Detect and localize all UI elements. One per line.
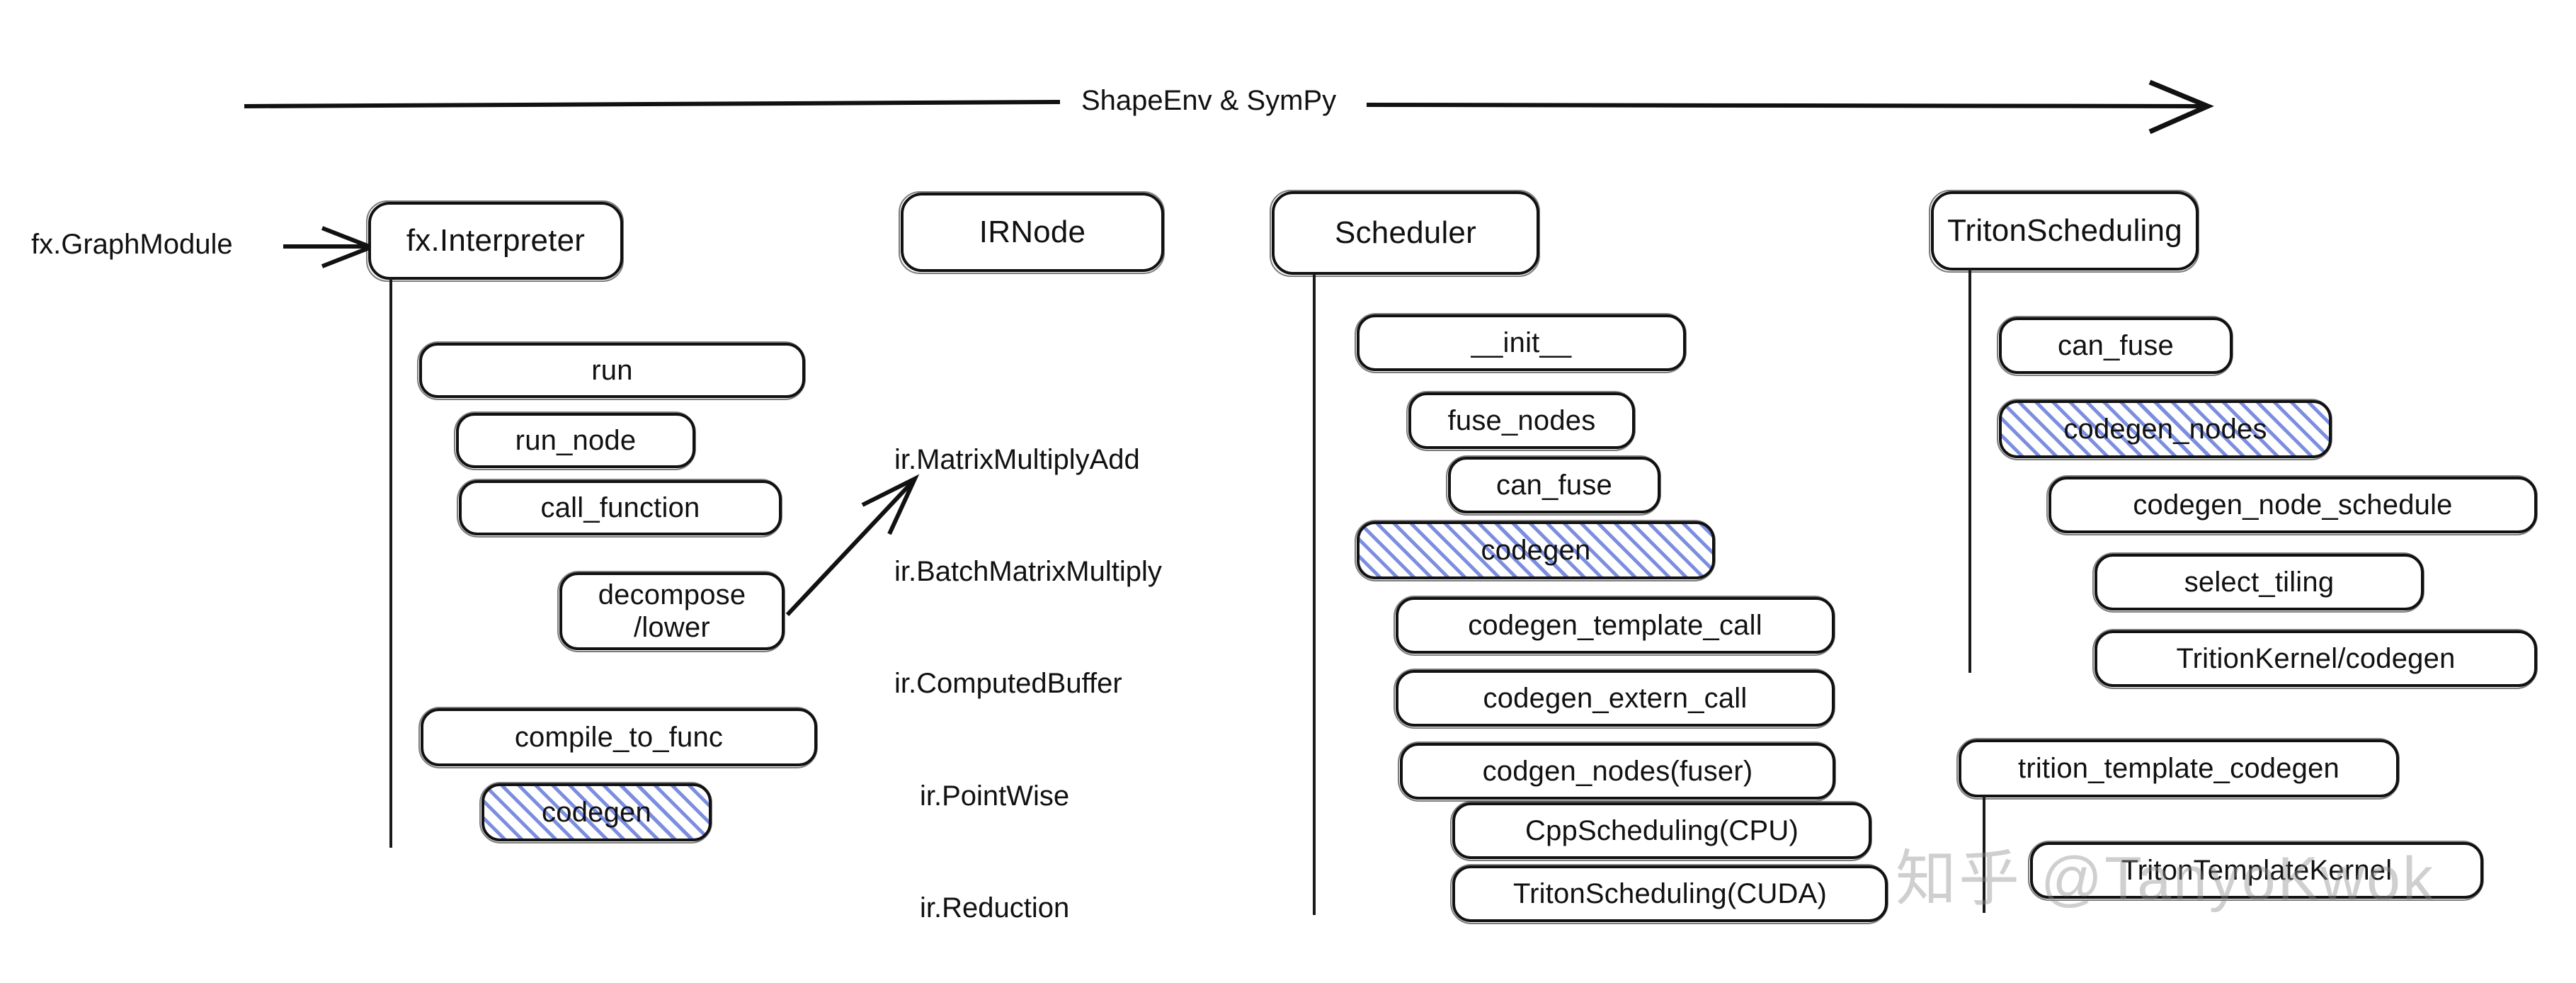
node-can-fuse-triton[interactable]: can_fuse [1997,316,2233,376]
node-codegen-interpreter[interactable]: codegen [479,782,712,843]
node-select-tiling[interactable]: select_tiling [2092,552,2424,613]
node-cpp-scheduling-cpu[interactable]: CppScheduling(CPU) [1450,801,1872,861]
column-header-label: fx.Interpreter [406,223,586,258]
node-run[interactable]: run [417,341,806,400]
node-call-function[interactable]: call_function [457,479,782,538]
watermark: 知乎 @TanyoKwok [1896,845,2435,913]
lowering-arrow-shaft [785,480,914,617]
column-header-label: Scheduler [1335,215,1476,251]
node-trition-template-codegen[interactable]: trition_template_codegen [1956,738,2400,800]
node-label: trition_template_codegen [2018,752,2340,784]
node-label: run [591,354,633,386]
column-header-tritonscheduling[interactable]: TritonScheduling [1929,190,2199,273]
node-compile-to-func[interactable]: compile_to_func [418,707,818,768]
node-label: run_node [515,424,637,456]
node-label: codegen [1481,534,1591,566]
node-label: codegen_template_call [1468,609,1762,641]
node-label: call_function [540,492,700,523]
node-init[interactable]: __init__ [1355,313,1687,373]
node-label: fuse_nodes [1447,404,1596,436]
spine-fx-interpreter [389,278,392,848]
node-label: can_fuse [1496,469,1612,501]
shapeenv-arrow-head [2148,79,2214,135]
shapeenv-arrow-left-segment [244,100,1061,108]
node-can-fuse-scheduler[interactable]: can_fuse [1446,455,1661,516]
node-label: can_fuse [2058,329,2174,361]
column-header-fx-interpreter[interactable]: fx.Interpreter [366,200,624,282]
irnode-type-item: ir.MatrixMultiplyAdd [894,443,1140,475]
node-label: codegen_extern_call [1483,682,1748,714]
node-label: codgen_nodes(fuser) [1482,755,1753,787]
input-arrow-head [321,226,377,268]
node-label: codegen_nodes [2063,413,2267,445]
irnode-type-list: ir.MatrixMultiplyAdd ir.BatchMatrixMulti… [894,366,1162,983]
node-label: TritionKernel/codegen [2176,642,2456,674]
node-codegen-nodes-triton[interactable]: codegen_nodes [1997,399,2332,460]
node-trition-kernel-codegen[interactable]: TritionKernel/codegen [2092,629,2538,689]
shapeenv-sympy-label: ShapeEnv & SymPy [1081,85,1337,116]
irnode-type-item: ir.PointWise [920,780,1070,812]
node-label: select_tiling [2184,566,2335,598]
irnode-type-item: ir.BatchMatrixMultiply [894,555,1162,587]
irnode-type-item: ir.Reduction [920,892,1070,924]
irnode-type-item: ir.ComputedBuffer [894,668,1122,700]
column-header-scheduler[interactable]: Scheduler [1270,190,1540,277]
spine-scheduler [1313,273,1316,915]
node-label: compile_to_func [514,721,724,753]
column-header-irnode[interactable]: IRNode [899,191,1165,274]
fx-graphmodule-label: fx.GraphModule [31,229,233,260]
node-label: __init__ [1471,326,1572,358]
node-label: TritonTemplateKernel [2121,854,2393,886]
node-codegen-scheduler[interactable]: codegen [1355,520,1716,581]
node-decompose-lower[interactable]: decompose /lower [557,571,785,652]
shapeenv-arrow-right-segment [1366,103,2203,108]
node-codgen-nodes-fuser[interactable]: codgen_nodes(fuser) [1398,741,1836,802]
node-run-node[interactable]: run_node [454,411,696,470]
node-fuse-nodes[interactable]: fuse_nodes [1406,391,1636,451]
column-header-label: TritonScheduling [1947,213,2182,249]
node-label: codegen [542,796,651,828]
node-label: TritonScheduling(CUDA) [1512,877,1828,909]
node-label: decompose /lower [598,579,746,643]
node-triton-scheduling-cuda[interactable]: TritonScheduling(CUDA) [1450,864,1888,924]
node-codegen-extern-call[interactable]: codegen_extern_call [1394,669,1835,729]
spine-tritonscheduling [1968,269,1971,673]
node-label: CppScheduling(CPU) [1524,814,1799,846]
node-label: codegen_node_schedule [2133,489,2453,521]
spine-trition-template-codegen [1983,796,1985,913]
node-codegen-template-call[interactable]: codegen_template_call [1394,596,1835,656]
node-codegen-node-schedule[interactable]: codegen_node_schedule [2046,475,2538,535]
column-header-label: IRNode [979,215,1086,250]
